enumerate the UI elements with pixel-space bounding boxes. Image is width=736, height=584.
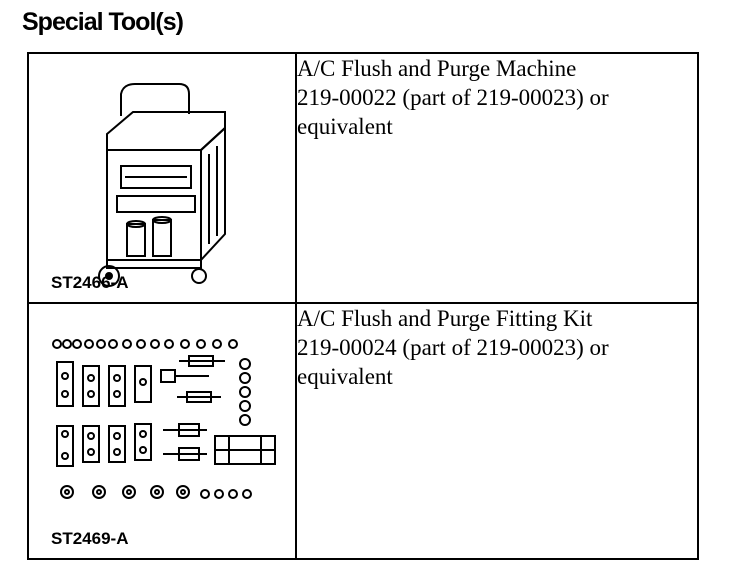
tool-description: A/C Flush and Purge Fitting Kit 219-0002…: [295, 302, 699, 560]
tool-part-number-line: 219-00022 (part of 219-00023) or: [297, 85, 609, 110]
tool-name-line: A/C Flush and Purge Machine: [297, 56, 577, 81]
tool-name-line: A/C Flush and Purge Fitting Kit: [297, 306, 593, 331]
tool-description: A/C Flush and Purge Machine 219-00022 (p…: [295, 52, 699, 304]
tool-part-number-line: 219-00024 (part of 219-00023) or: [297, 335, 609, 360]
tool-code: ST2466-A: [51, 273, 129, 292]
table-row: ST2466-A A/C Flush and Purge Machine 219…: [27, 52, 699, 304]
tool-image-cell: ST2469-A: [27, 302, 297, 560]
tool-equivalent-line: equivalent: [297, 364, 393, 389]
tool-equivalent-line: equivalent: [297, 114, 393, 139]
page-title: Special Tool(s): [22, 8, 184, 36]
special-tools-table: ST2466-A A/C Flush and Purge Machine 219…: [27, 52, 699, 560]
tool-image-cell: ST2466-A: [27, 52, 297, 304]
fitting-kit-illustration: [52, 339, 276, 499]
flush-purge-machine-illustration: [98, 83, 226, 287]
table-row: ST2469-A A/C Flush and Purge Fitting Kit…: [27, 302, 699, 560]
tool-code: ST2469-A: [51, 529, 129, 548]
